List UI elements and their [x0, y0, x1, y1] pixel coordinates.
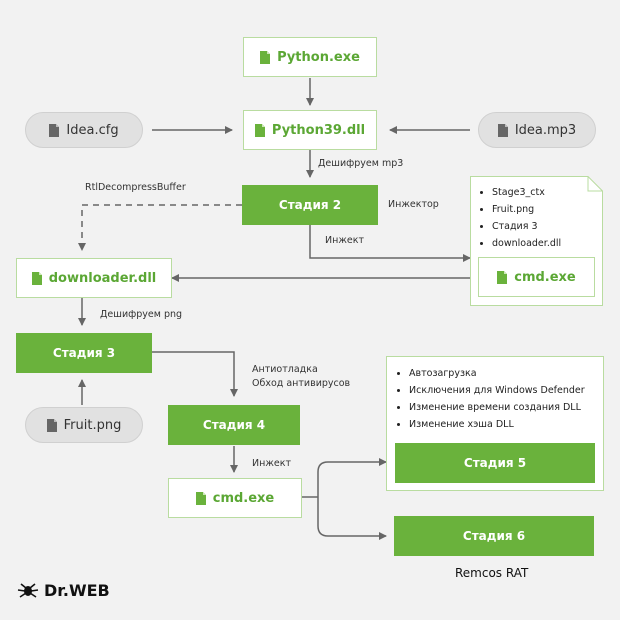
- node-python39-dll: Python39.dll: [243, 110, 377, 150]
- note-top: Stage3_ctx Fruit.png Стадия 3 downloader…: [470, 176, 603, 306]
- list-item: Fruit.png: [492, 201, 561, 218]
- label-decrypt-mp3: Дешифруем mp3: [318, 158, 404, 169]
- list-item: Изменение хэша DLL: [409, 416, 585, 433]
- file-icon: [260, 50, 271, 64]
- node-stage6: Стадия 6: [394, 516, 594, 556]
- label-injector: Инжектор: [388, 199, 439, 210]
- label-decrypt-png: Дешифруем png: [100, 309, 183, 320]
- node-python-exe: Python.exe: [243, 37, 377, 77]
- list-item: Stage3_ctx: [492, 184, 561, 201]
- list-item: Автозагрузка: [409, 365, 585, 382]
- arrow-stage3-to-stage4: [152, 351, 238, 397]
- node-cmd-exe-top: cmd.exe: [478, 257, 595, 297]
- arrow-stage2-to-downloader: [78, 204, 242, 251]
- note-bottom-list: Автозагрузка Исключения для Windows Defe…: [397, 365, 585, 433]
- node-stage5: Стадия 5: [395, 443, 595, 483]
- node-stage2: Стадия 2: [242, 185, 378, 225]
- node-idea-mp3: Idea.mp3: [478, 112, 596, 148]
- node-label: Idea.mp3: [514, 122, 577, 138]
- arrow-stage2-to-cmd: [309, 225, 471, 262]
- label-antidebug: Антиотладка: [252, 364, 318, 375]
- node-label: Fruit.png: [63, 417, 122, 433]
- spider-icon: [17, 583, 39, 598]
- label-rtl-decompress: RtlDecompressBuffer: [85, 182, 186, 193]
- node-label: downloader.dll: [48, 270, 157, 286]
- file-icon: [49, 123, 60, 137]
- drweb-logo: Dr.WEB: [16, 580, 110, 600]
- label-av-bypass: Обход антивирусов: [252, 378, 351, 389]
- list-item: Исключения для Windows Defender: [409, 382, 585, 399]
- node-label: cmd.exe: [212, 490, 275, 506]
- arrow-cmd-to-stage6: [317, 497, 387, 540]
- node-cmd-exe-bottom: cmd.exe: [168, 478, 302, 518]
- node-stage4: Стадия 4: [168, 405, 300, 445]
- label-inject-1: Инжект: [325, 235, 364, 246]
- node-fruit-png: Fruit.png: [25, 407, 143, 443]
- node-label: Python.exe: [277, 49, 360, 65]
- list-item: Стадия 3: [492, 218, 561, 235]
- node-stage3: Стадия 3: [16, 333, 152, 373]
- note-top-list: Stage3_ctx Fruit.png Стадия 3 downloader…: [480, 184, 561, 252]
- node-label: cmd.exe: [514, 269, 576, 285]
- list-item: Изменение времени создания DLL: [409, 399, 585, 416]
- node-idea-cfg: Idea.cfg: [25, 112, 143, 148]
- arrow-cmd-to-stage5: [317, 458, 387, 497]
- file-icon: [254, 123, 265, 137]
- node-label: Python39.dll: [271, 122, 366, 138]
- file-icon: [31, 271, 42, 285]
- logo-text: Dr.WEB: [44, 580, 110, 600]
- label-remcos: Remcos RAT: [455, 566, 529, 580]
- file-icon: [195, 491, 206, 505]
- node-downloader-dll: downloader.dll: [16, 258, 172, 298]
- note-bottom: Автозагрузка Исключения для Windows Defe…: [386, 356, 604, 491]
- file-icon: [46, 418, 57, 432]
- file-icon: [497, 123, 508, 137]
- file-icon: [497, 270, 508, 284]
- label-inject-2: Инжект: [252, 458, 291, 469]
- node-label: Idea.cfg: [66, 122, 119, 138]
- list-item: downloader.dll: [492, 235, 561, 252]
